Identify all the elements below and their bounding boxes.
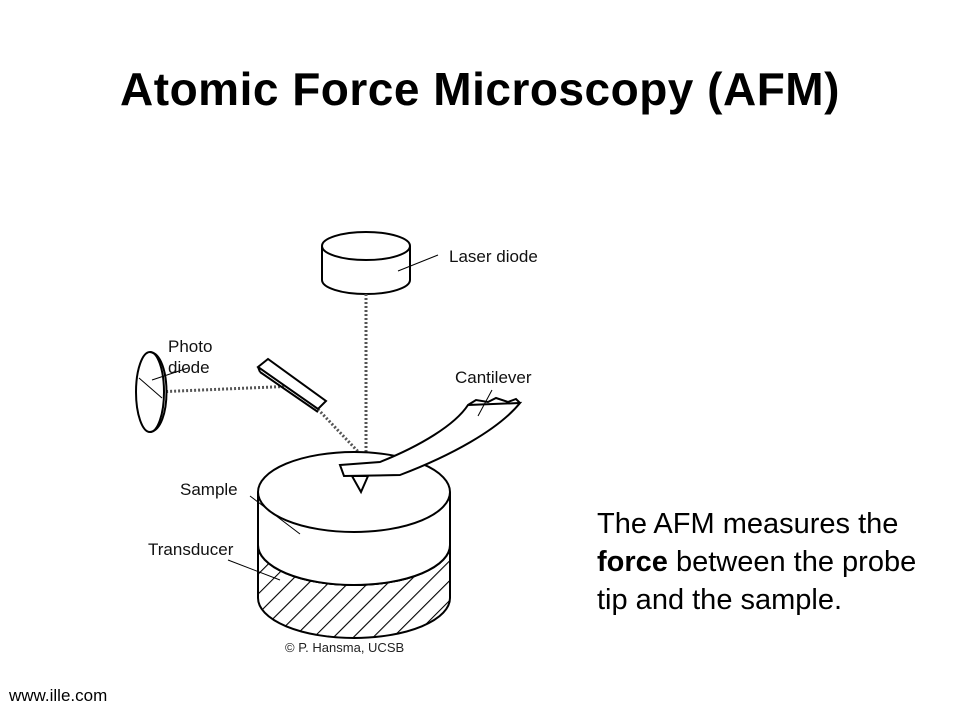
description-after: between the probe tip and the sample. [597,546,917,616]
sample-cylinder [257,451,451,639]
description-text: The AFM measures the force between the p… [597,505,937,619]
footer-url: www.ille.com [9,686,108,705]
cantilever-shape [338,396,523,495]
cantilever-leader [477,389,493,417]
photo-diode-shape [135,351,168,433]
transducer-label: Transducer [148,540,234,559]
afm-diagram: Laser diode Photo diode Cantilever Sampl… [135,231,538,655]
mirror-shape [256,357,328,413]
sample-label: Sample [180,480,238,499]
laser-diode-leader [397,254,439,272]
laser-beam [154,294,368,462]
slide-title: Atomic Force Microscopy (AFM) [120,63,840,115]
image-credit: © P. Hansma, UCSB [285,640,404,655]
sample-leader [249,495,301,535]
description-before: The AFM measures the [597,508,899,540]
photo-diode-label-line2: diode [168,358,210,377]
laser-diode-shape [321,231,411,295]
photo-diode-leader [151,367,189,381]
laser-diode-label: Laser diode [449,247,538,266]
transducer-leader [227,559,281,581]
description-emphasis: force [597,546,668,578]
photo-diode-label-line1: Photo [168,337,212,356]
cantilever-label: Cantilever [455,368,532,387]
